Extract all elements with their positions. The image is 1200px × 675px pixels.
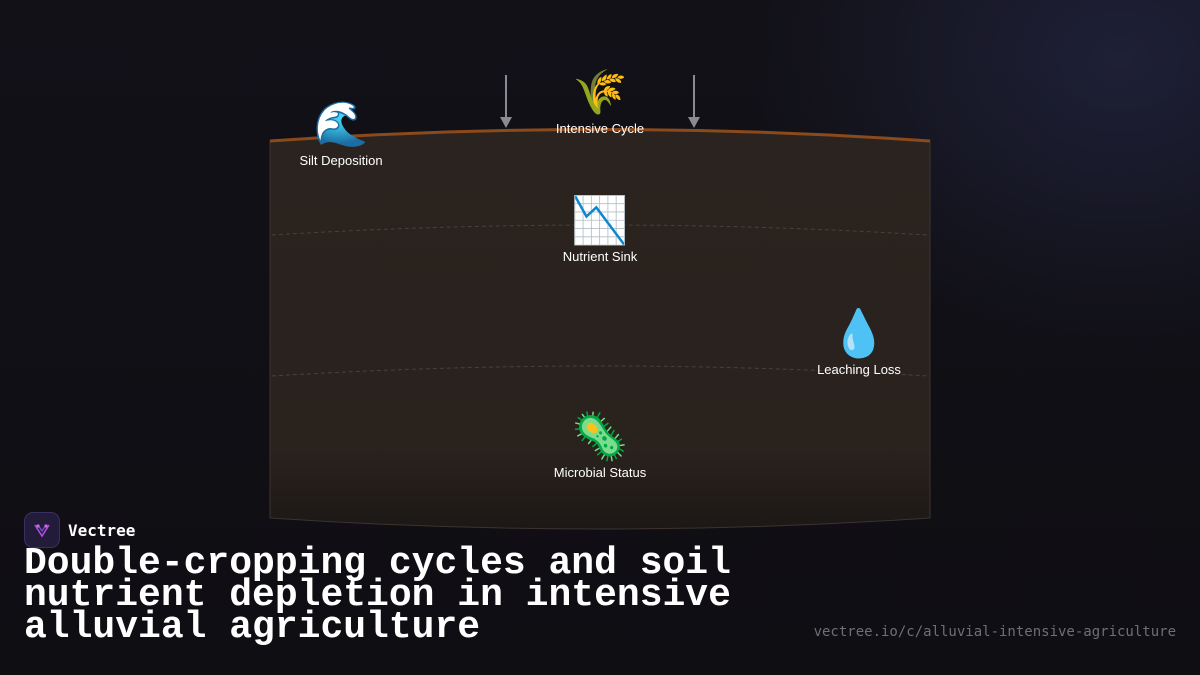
soil-layer-boundary-1 <box>271 224 929 236</box>
node-nutrient-sink: 📉 Nutrient Sink <box>563 197 637 264</box>
droplet-icon: 💧 <box>830 306 888 360</box>
vectree-logo-icon <box>24 512 60 548</box>
node-label: Leaching Loss <box>817 362 901 377</box>
page-title: Double-cropping cycles and soil nutrient… <box>24 542 731 649</box>
node-leaching-loss: 💧 Leaching Loss <box>817 310 901 377</box>
source-url: vectree.io/c/alluvial-intensive-agricult… <box>813 624 1176 640</box>
input-arrow-right <box>688 75 700 128</box>
node-silt-deposition: 🌊 Silt Deposition <box>299 99 383 169</box>
input-arrow-left <box>500 75 512 128</box>
node-label: Intensive Cycle <box>555 121 645 136</box>
microbe-icon: 🦠 <box>571 409 629 463</box>
brand: Vectree <box>24 512 135 548</box>
brand-name: Vectree <box>68 520 136 540</box>
node-intensive-cycle: 🌾 Intensive Cycle <box>555 67 645 137</box>
node-label: Silt Deposition <box>299 153 383 168</box>
node-label: Nutrient Sink <box>562 249 638 264</box>
node-label: Microbial Status <box>553 465 647 480</box>
chart-decreasing-icon: 📉 <box>571 193 629 247</box>
node-microbial-status: 🦠 Microbial Status <box>554 413 646 480</box>
topsoil-line <box>269 128 931 143</box>
wheat-icon: 🌾 <box>572 67 628 118</box>
soil-layer-boundary-2 <box>271 365 929 377</box>
wave-icon: 🌊 <box>313 99 369 150</box>
